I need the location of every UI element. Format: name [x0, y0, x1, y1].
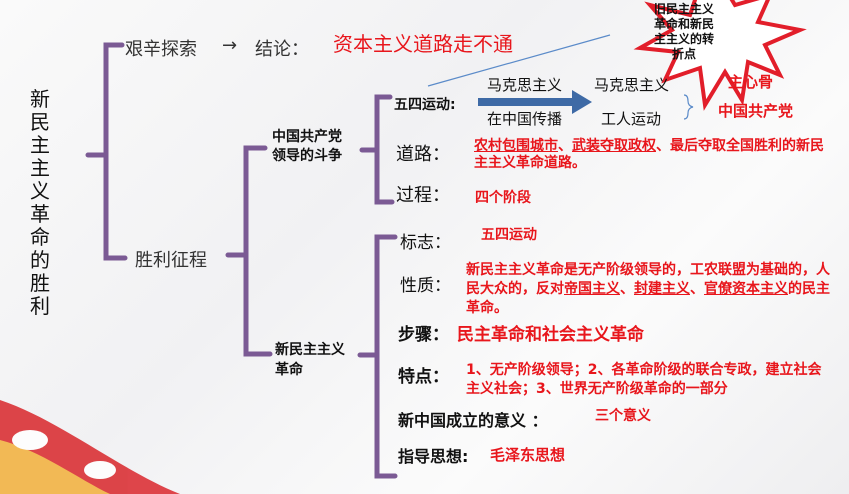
nature-value: 新民主主义革命是无产阶级领导的，工农联盟为基础的，人民大众的，反对帝国主义、封建…	[466, 261, 834, 318]
road-part: 、	[558, 138, 572, 154]
steps-label: 步骤：	[398, 325, 449, 345]
sign-label: 标志：	[400, 233, 451, 253]
road-label: 道路：	[396, 144, 450, 165]
process-value: 四个阶段	[475, 190, 531, 206]
features-label: 特点：	[398, 367, 449, 387]
may4-left-bottom: 在中国传播	[487, 110, 563, 128]
road-part: 、最后夺取全国胜利的新民主主义革命道路。	[474, 138, 824, 171]
vertical-title: 新民主主义革命的胜利	[30, 87, 50, 318]
may4-left-top: 马克思主义	[487, 76, 563, 94]
nature-part: 、	[690, 281, 704, 297]
nature-part: 封建主义	[634, 281, 690, 297]
brace-ccp	[359, 94, 395, 205]
decor-ribbon	[0, 400, 180, 494]
may4-right-top: 马克思主义	[594, 76, 670, 94]
pointer-line	[427, 34, 611, 87]
significance-value: 三个意义	[595, 408, 651, 424]
sign-value: 五四运动	[481, 227, 537, 243]
nd-revolution-label: 新民主主义革命	[275, 342, 345, 378]
explore-label: 艰辛探索	[125, 39, 197, 60]
road-part: 武装夺取政权	[572, 138, 656, 154]
brace-victory	[225, 145, 273, 357]
conclusion-value: 资本主义道路走不通	[333, 32, 513, 56]
backbone-text: 主心骨	[728, 73, 774, 91]
may4-right-bottom: 工人运动	[601, 110, 662, 128]
may4-label: 五四运动:	[394, 97, 456, 113]
ccp-struggle-label: 中国共产党领导的斗争	[272, 129, 342, 164]
nature-part: 新民主主义革命是无产阶级领导的，工农联盟为基础的，人民大众的，反对	[466, 262, 830, 297]
victory-label: 胜利征程	[135, 250, 207, 271]
nature-part: 帝国主义	[564, 281, 620, 297]
significance-label: 新中国成立的意义 ：	[398, 411, 548, 430]
guide-label: 指导思想:	[398, 447, 469, 466]
brace-nd	[357, 234, 398, 479]
road-value: 农村包围城市、武装夺取政权、最后夺取全国胜利的新民主主义革命道路。	[474, 138, 824, 172]
small-brace	[683, 94, 694, 120]
process-label: 过程：	[396, 185, 450, 206]
party-text: 中国共产党	[718, 102, 794, 120]
nature-part: 官僚资本主义	[704, 281, 788, 297]
conclusion-label: 结论：	[255, 39, 309, 60]
brace-main	[85, 42, 128, 261]
features-value: 1、无产阶级领导；2、各革命阶级的联合专政，建立社会主义社会；3、世界无产阶级革…	[466, 362, 822, 397]
steps-value: 民主革命和社会主义革命	[457, 325, 644, 345]
road-part: 农村包围城市	[474, 138, 558, 154]
nature-part: 的民主革命。	[466, 281, 830, 316]
arrow-icon	[478, 90, 592, 114]
nature-part: 、	[620, 281, 634, 297]
star-burst	[633, 0, 807, 111]
arrow-right-icon: →	[222, 35, 238, 56]
guide-value: 毛泽东思想	[490, 446, 566, 464]
turning-point-text: 旧民主主义革命和新民主主义的转折点	[653, 2, 714, 61]
nature-label: 性质：	[400, 276, 451, 296]
